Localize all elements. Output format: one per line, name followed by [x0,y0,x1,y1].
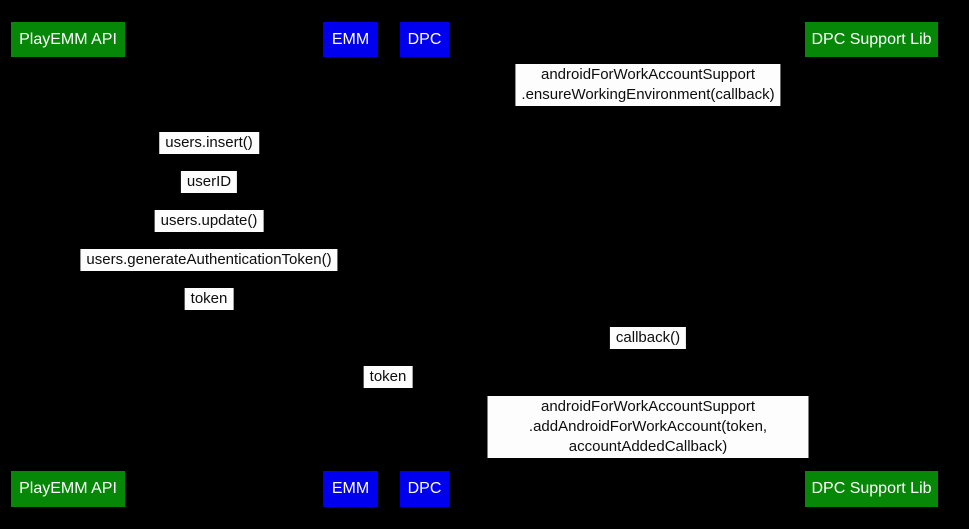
participant-playemm-api-bottom: PlayEMM API [11,471,125,507]
participant-label: PlayEMM API [19,480,117,497]
participant-playemm-api-top: PlayEMM API [11,22,125,57]
participant-dpc-bottom: DPC [400,471,449,507]
message-token-to-dpc: token [363,366,413,388]
message-generate-authentication-token: users.generateAuthenticationToken() [80,249,338,271]
participant-emm-top: EMM [323,22,378,57]
participant-dpc-top: DPC [400,22,449,57]
participant-label: DPC [407,480,442,497]
message-userid: userID [180,171,238,193]
participant-label: EMM [331,30,370,48]
participant-dpc-support-lib-top: DPC Support Lib [805,22,938,57]
message-callback: callback() [609,327,687,349]
message-users-insert: users.insert() [159,132,259,154]
participant-emm-bottom: EMM [323,471,378,507]
participant-label: DPC Support Lib [811,30,932,48]
message-users-update: users.update() [154,210,264,232]
participant-dpc-support-lib-bottom: DPC Support Lib [805,471,938,507]
participant-label: EMM [331,480,370,497]
message-ensure-working-environment: androidForWorkAccountSupport .ensureWork… [515,64,781,106]
message-add-android-for-work-account: androidForWorkAccountSupport .addAndroid… [487,396,809,458]
participant-label: DPC [407,30,442,48]
participant-label: PlayEMM API [19,30,117,48]
participant-label: DPC Support Lib [811,480,932,497]
message-token-to-emm: token [184,288,234,310]
